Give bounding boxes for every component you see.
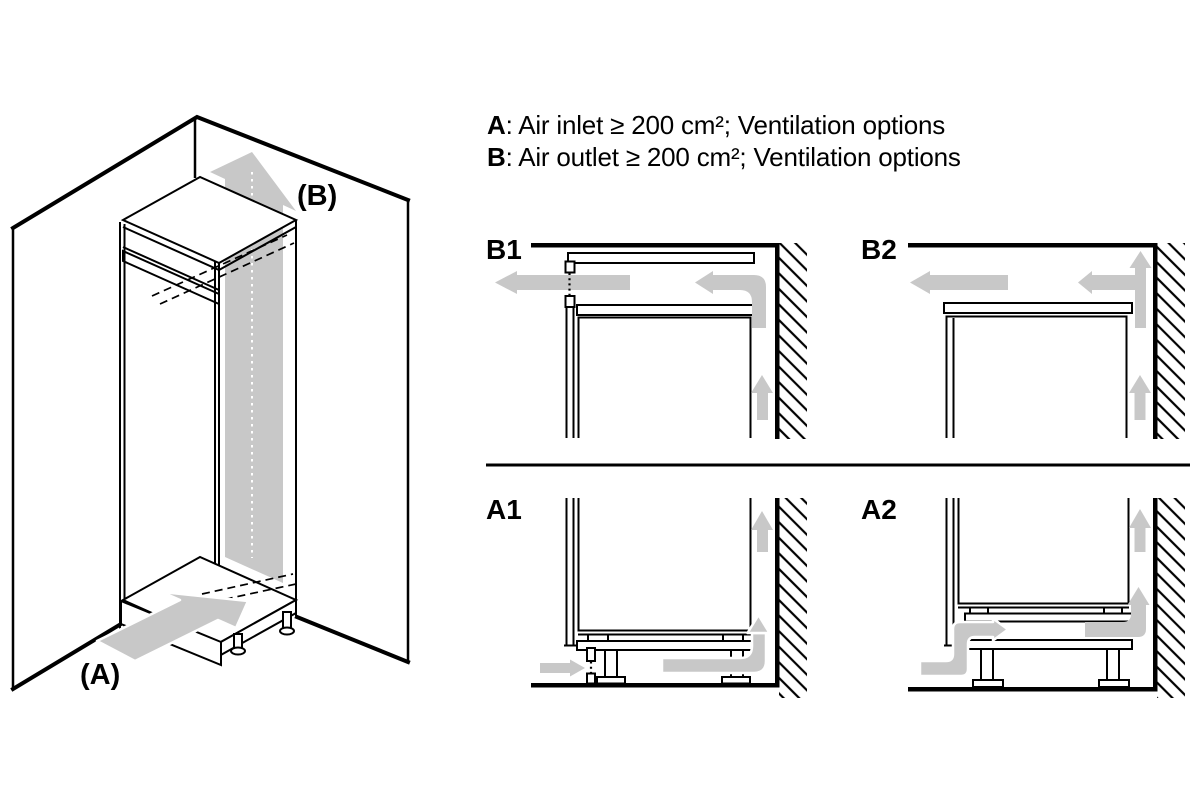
wall-line	[775, 498, 780, 688]
plinth-leg	[1106, 648, 1120, 681]
airflow-corner-arrow	[660, 613, 771, 675]
appliance-body	[945, 315, 1128, 438]
legend-line-a-key: A	[487, 110, 506, 140]
plinth-gap-block-bottom	[586, 672, 596, 685]
appliance-body	[577, 316, 752, 438]
appliance-body	[577, 498, 752, 636]
legend-line-b-key: B	[487, 142, 506, 172]
diagram-label-a1: A1	[486, 494, 522, 525]
wall-hatching	[779, 498, 807, 698]
isometric-overview-drawing	[10, 114, 411, 692]
airflow-in-arrow	[540, 659, 585, 677]
wall-line	[775, 243, 780, 439]
airflow-corner-arrow	[1085, 587, 1150, 637]
wall-hatching	[1157, 243, 1185, 439]
legend-line-b-text: : Air outlet ≥ 200 cm²; Ventilation opti…	[505, 142, 961, 172]
ceiling-panel	[567, 252, 755, 264]
furniture-door-edge	[564, 498, 576, 647]
cabinet-front-rail	[122, 249, 220, 306]
plinth-gap-block-top	[586, 647, 596, 662]
section-divider-line	[486, 463, 1190, 467]
intermediate-panel	[964, 612, 1133, 623]
ceiling-line	[908, 243, 1157, 248]
wall-line	[1153, 243, 1158, 439]
panel-gap-block-bottom	[564, 295, 576, 308]
legend: A: Air inlet ≥ 200 cm²; Ventilation opti…	[487, 109, 961, 173]
wall-top-edges	[10, 114, 411, 231]
diagram-label-a2: A2	[861, 494, 897, 525]
appliance-body	[957, 498, 1130, 609]
airflow-up-arrow	[1129, 509, 1151, 552]
diagram-label-b1: B1	[486, 234, 522, 265]
furniture-door-edge	[565, 307, 575, 438]
plinth-top-panel	[964, 639, 1133, 650]
air-outlet-label: (B)	[297, 180, 338, 212]
cabinet-top-panel	[943, 302, 1133, 314]
legend-line-a-text: : Air inlet ≥ 200 cm²; Ventilation optio…	[505, 110, 946, 140]
legend-line-b: B: Air outlet ≥ 200 cm²; Ventilation opt…	[487, 141, 961, 173]
adjustable-foot	[279, 611, 295, 636]
diagram-a2-drawing	[908, 498, 1185, 698]
diagram-a1-drawing	[531, 498, 807, 698]
leg-foot-plate	[1098, 679, 1130, 688]
left-wall-floor-line	[10, 621, 124, 692]
top-rail-back-edge	[122, 246, 220, 291]
adjustable-foot	[230, 633, 246, 656]
leg-foot-plate	[972, 679, 1004, 688]
airflow-out-left-arrow	[495, 271, 630, 294]
leg-foot-plate	[721, 676, 751, 685]
right-wall-floor-line	[294, 614, 411, 665]
hidden-top-edges-dashed	[151, 234, 295, 305]
plinth-leg	[604, 649, 618, 678]
cabinet-left-panel-edge	[119, 222, 126, 645]
airflow-up-and-left-arrow	[1078, 251, 1152, 328]
panel-gap-block-top	[564, 260, 576, 274]
base-panel	[576, 640, 755, 651]
air-inlet-arrow	[95, 590, 250, 663]
airflow-in-s-arrow	[918, 617, 1010, 678]
wall-hatching	[779, 243, 807, 439]
air-outlet-arrow-up	[210, 152, 296, 583]
wall-line	[1153, 498, 1158, 688]
leg-foot-plate	[596, 676, 626, 685]
diagram-b1-drawing	[495, 243, 807, 439]
airflow-out-left-arrow	[910, 271, 1008, 294]
air-inlet-label: (A)	[80, 659, 121, 691]
airflow-corner-arrow	[695, 271, 766, 328]
legend-line-a: A: Air inlet ≥ 200 cm²; Ventilation opti…	[487, 109, 961, 141]
diagram-label-b2: B2	[861, 234, 897, 265]
floor-line	[531, 683, 780, 688]
airflow-up-arrow	[1129, 375, 1151, 420]
airflow-up-arrow	[751, 511, 773, 552]
wall-hatching	[1157, 498, 1185, 698]
airflow-up-arrow	[751, 375, 773, 420]
plinth-leg	[980, 648, 994, 681]
diagram-b2-drawing	[908, 243, 1185, 439]
floor-line	[908, 687, 1158, 692]
cabinet-top-panel	[576, 304, 755, 316]
ceiling-line	[531, 243, 779, 248]
